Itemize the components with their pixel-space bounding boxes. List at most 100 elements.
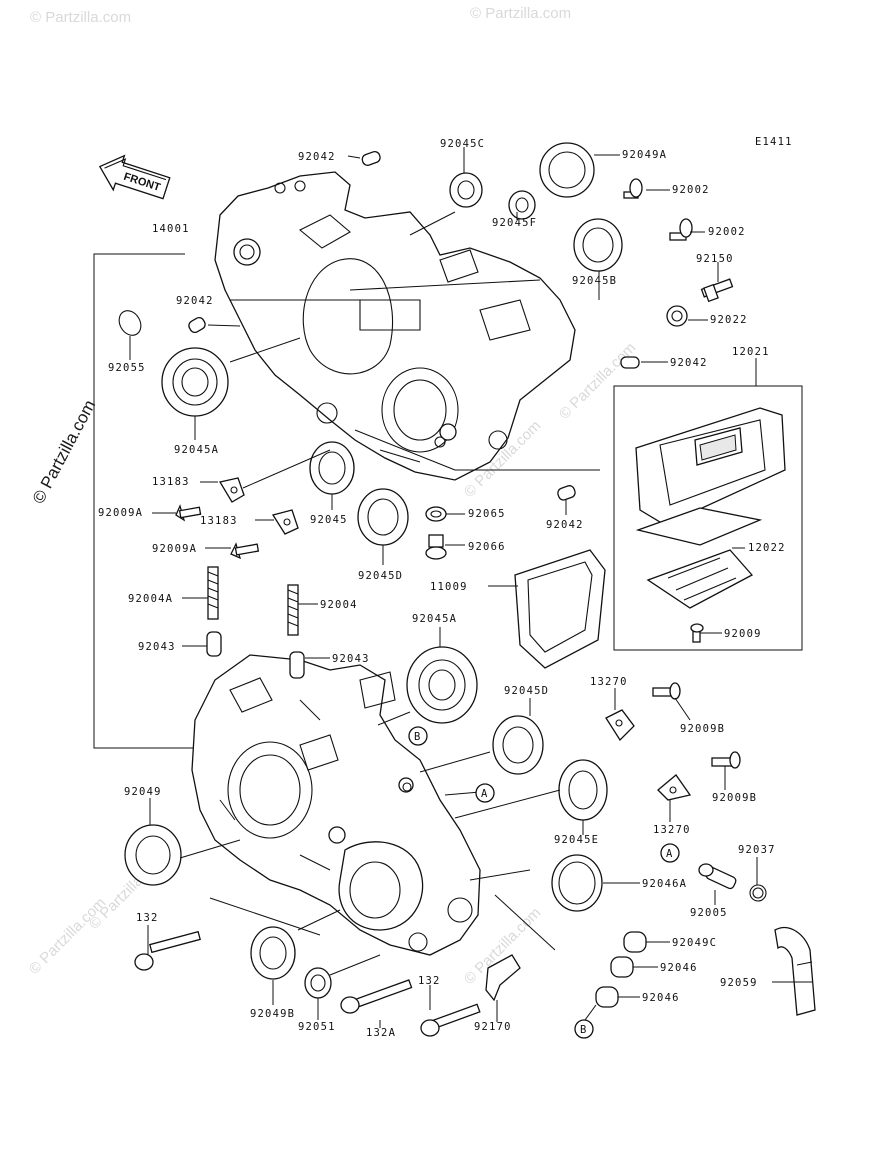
screw-92009B-1: [652, 682, 681, 700]
callout-92005: 92005: [690, 907, 728, 919]
bearing-92045A-mid: [406, 646, 478, 724]
plate-13183-1: [218, 477, 245, 503]
stud-92004A: [207, 566, 219, 620]
callout-13183: 13183: [152, 476, 190, 488]
collar-92046-1: [610, 956, 634, 978]
callout-92045A: 92045A: [174, 444, 219, 456]
callout-92009A: 92009A: [98, 507, 143, 519]
gasket-11009: [514, 549, 606, 669]
bracket-14001: [93, 253, 202, 749]
callout-12021: 12021: [732, 346, 770, 358]
callout-13270: 13270: [590, 676, 628, 688]
dowel-92042-left: [188, 316, 206, 334]
callout-92066: 92066: [468, 541, 506, 553]
watermark-text: © Partzilla.com: [470, 5, 571, 22]
seal-92049: [124, 824, 182, 886]
callout-14001: 14001: [152, 223, 190, 235]
seal-92051: [304, 967, 332, 999]
plate-13183-2: [271, 509, 299, 535]
reed-valve-assembly: [635, 407, 786, 609]
bearing-92045F: [508, 190, 536, 220]
leader-lines: [129, 147, 812, 1028]
callout-92049: 92049: [124, 786, 162, 798]
lower-crankcase-half: [191, 654, 481, 956]
callout-92042: 92042: [670, 357, 708, 369]
callout-92046: 92046: [660, 962, 698, 974]
screw-92009A-2: [230, 542, 260, 560]
callout-92042: 92042: [298, 151, 336, 163]
stud-92004: [287, 584, 299, 636]
callout-13270: 13270: [653, 824, 691, 836]
screw-92009B-2: [711, 751, 741, 769]
callout-92049B: 92049B: [250, 1008, 295, 1020]
callout-92009A: 92009A: [152, 543, 197, 555]
callout-92055: 92055: [108, 362, 146, 374]
bearing-92045C: [449, 172, 483, 208]
callout-132A: 132A: [366, 1027, 396, 1039]
callout-132: 132: [136, 912, 159, 924]
hose-92059: [774, 926, 816, 1016]
bearing-92045B: [573, 218, 623, 272]
screw-92009: [690, 623, 704, 643]
bearing-92045D-mid: [492, 715, 544, 775]
dowel-92043-1: [206, 631, 222, 657]
collar-92046-2: [595, 986, 619, 1008]
callout-12022: 12022: [748, 542, 786, 554]
diagram-code: E1411: [755, 136, 793, 148]
bolt-132: [420, 1003, 481, 1037]
callout-92045E: 92045E: [554, 834, 599, 846]
dowel-92042-mid: [557, 485, 576, 501]
callout-92045F: 92045F: [492, 217, 537, 229]
bolt-132A: [340, 979, 413, 1014]
ref-marker-b-top: B: [408, 726, 428, 746]
ref-a-label: A: [666, 848, 674, 860]
seal-92046A: [551, 854, 603, 912]
callout-92045A: 92045A: [412, 613, 457, 625]
callout-92046: 92046: [642, 992, 680, 1004]
callout-92049C: 92049C: [672, 937, 717, 949]
ref-b-label: B: [414, 731, 422, 743]
callout-92046A: 92046A: [642, 878, 687, 890]
callout-92045: 92045: [310, 514, 348, 526]
dowel-92042-top: [361, 150, 381, 166]
callout-92049A: 92049A: [622, 149, 667, 161]
plate-13270-1: [605, 709, 635, 742]
callouts: 92042 92045C 92049A 92002 92002 14001 92…: [98, 138, 786, 1039]
clip-92037: [749, 884, 767, 902]
callout-92043: 92043: [332, 653, 370, 665]
bearing-92045D-top: [357, 488, 409, 546]
partzilla-watermark: © Partzilla.com: [29, 397, 100, 507]
ref-marker-a-right: A: [660, 843, 680, 863]
callout-92051: 92051: [298, 1021, 336, 1033]
callout-92004: 92004: [320, 599, 358, 611]
callout-92045D: 92045D: [358, 570, 403, 582]
callout-92170: 92170: [474, 1021, 512, 1033]
bearing-92045: [309, 441, 355, 495]
washer-92022: [666, 305, 688, 327]
callout-92043: 92043: [138, 641, 176, 653]
callout-92002: 92002: [672, 184, 710, 196]
ref-marker-a-mid: A: [475, 783, 495, 803]
callout-92009: 92009: [724, 628, 762, 640]
callout-92150: 92150: [696, 253, 734, 265]
callout-92022: 92022: [710, 314, 748, 326]
seal-92049B: [250, 926, 296, 980]
nipple-92005: [698, 863, 737, 890]
callout-11009: 11009: [430, 581, 468, 593]
front-arrow-icon: FRONT: [98, 154, 171, 200]
dowel-92042-right: [620, 356, 640, 369]
callout-92045B: 92045B: [572, 275, 617, 287]
bearing-92045E: [558, 759, 608, 821]
callout-92065: 92065: [468, 508, 506, 520]
watermark-text: © Partzilla.com: [26, 894, 109, 977]
plate-13270-2: [657, 774, 692, 801]
ref-a-label: A: [481, 788, 489, 800]
callout-92002: 92002: [708, 226, 746, 238]
callout-92045D: 92045D: [504, 685, 549, 697]
bracket-12021: [613, 385, 803, 651]
bearing-92045A-top: [161, 347, 229, 417]
upper-crankcase-half: [214, 171, 576, 481]
callout-92042: 92042: [176, 295, 214, 307]
ref-b-label: B: [580, 1024, 588, 1036]
